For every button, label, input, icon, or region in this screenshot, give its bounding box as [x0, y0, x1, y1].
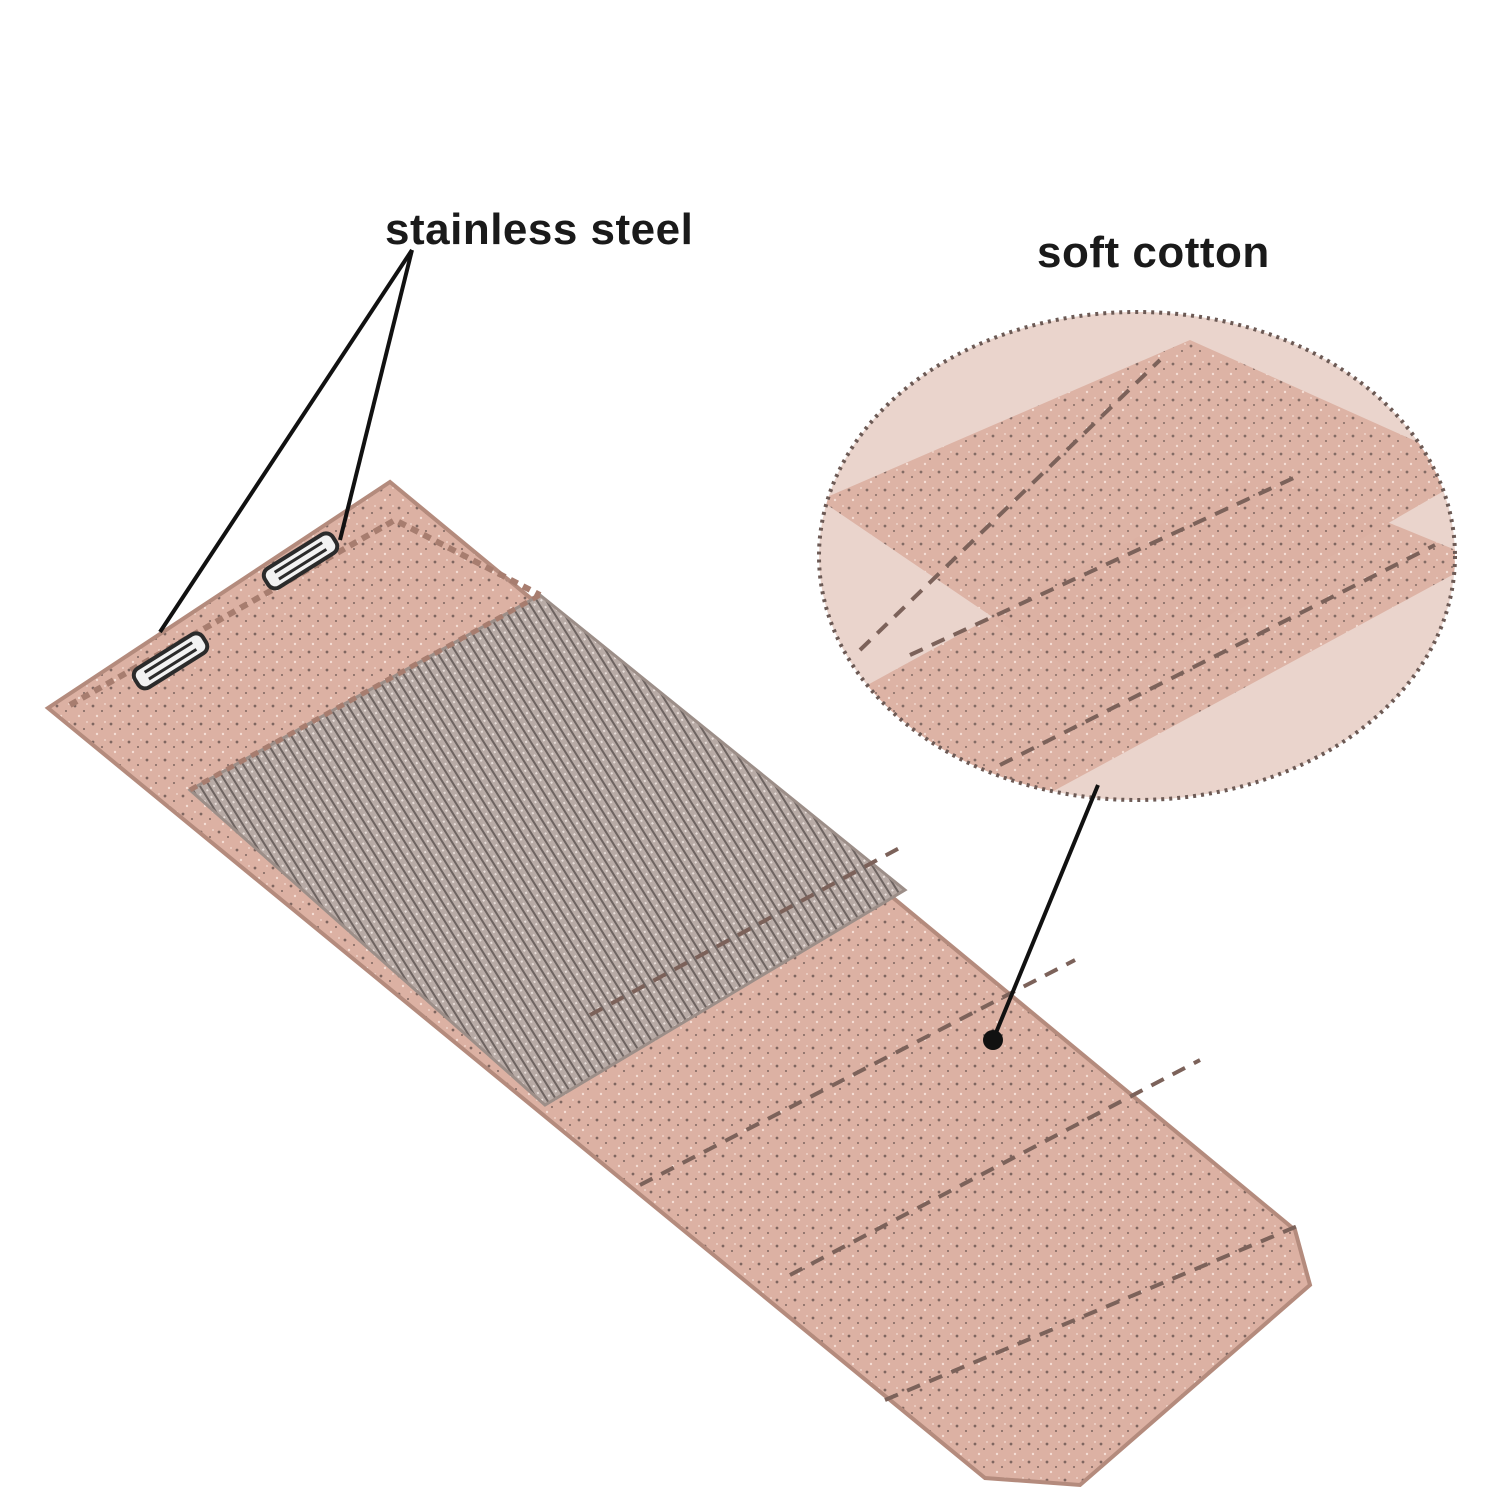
soft-cotton-label: soft cotton: [1037, 228, 1270, 277]
eye-row: [789, 1058, 1201, 1277]
hook-icon: [131, 631, 210, 691]
zoom-detail: [817, 310, 1457, 802]
extender-strip: [44, 479, 1313, 1488]
eye-row: [589, 843, 906, 1017]
stainless-steel-leader: [158, 248, 414, 634]
hook-icon: [261, 531, 340, 591]
eye-row: [884, 1223, 1301, 1402]
soft-cotton-leader: [983, 784, 1100, 1050]
eye-row: [639, 958, 1076, 1187]
stainless-steel-label: stainless steel: [385, 205, 694, 254]
